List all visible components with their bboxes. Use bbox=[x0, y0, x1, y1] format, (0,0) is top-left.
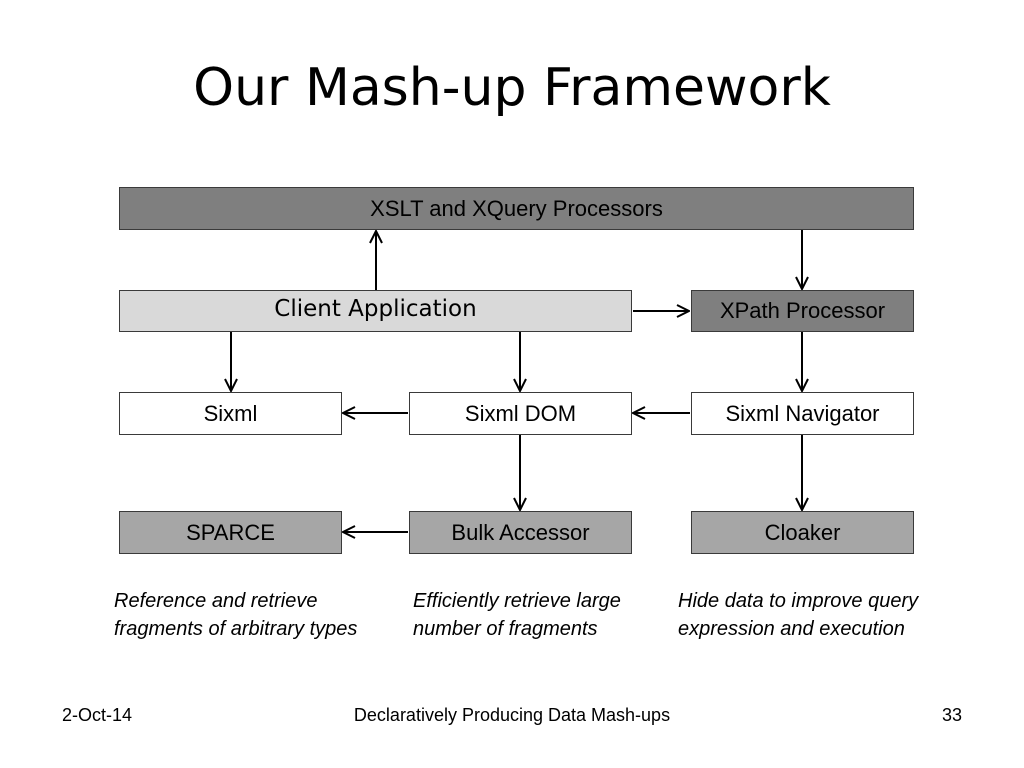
caption-bulk-accessor: Efficiently retrieve large number of fra… bbox=[413, 587, 621, 643]
box-sixml-navigator: Sixml Navigator bbox=[691, 392, 914, 435]
footer-date: 2-Oct-14 bbox=[62, 705, 133, 725]
box-client-application: Client Application bbox=[119, 290, 632, 332]
caption-sparce: Reference and retrieve fragments of arbi… bbox=[114, 587, 357, 643]
caption-cloaker-line1: Hide data to improve query bbox=[678, 590, 919, 612]
box-xslt-xquery: XSLT and XQuery Processors bbox=[119, 187, 914, 230]
slide-title: Our Mash-up Framework bbox=[193, 58, 831, 118]
box-sixml: Sixml bbox=[119, 392, 342, 435]
caption-bulk-line2: number of fragments bbox=[413, 618, 598, 640]
box-sparce: SPARCE bbox=[119, 511, 342, 554]
box-sixml-dom: Sixml DOM bbox=[409, 392, 632, 435]
caption-sparce-line1: Reference and retrieve bbox=[114, 590, 318, 612]
caption-cloaker: Hide data to improve query expression an… bbox=[678, 587, 918, 643]
box-xpath-processor: XPath Processor bbox=[691, 290, 914, 332]
box-cloaker: Cloaker bbox=[691, 511, 914, 554]
page-number: 33 bbox=[941, 705, 962, 725]
caption-sparce-line2: fragments of arbitrary types bbox=[114, 618, 358, 640]
footer-title: Declaratively Producing Data Mash-ups bbox=[353, 705, 671, 725]
caption-bulk-line1: Efficiently retrieve large bbox=[413, 590, 621, 612]
box-bulk-accessor: Bulk Accessor bbox=[409, 511, 632, 554]
caption-cloaker-line2: expression and execution bbox=[678, 618, 905, 640]
